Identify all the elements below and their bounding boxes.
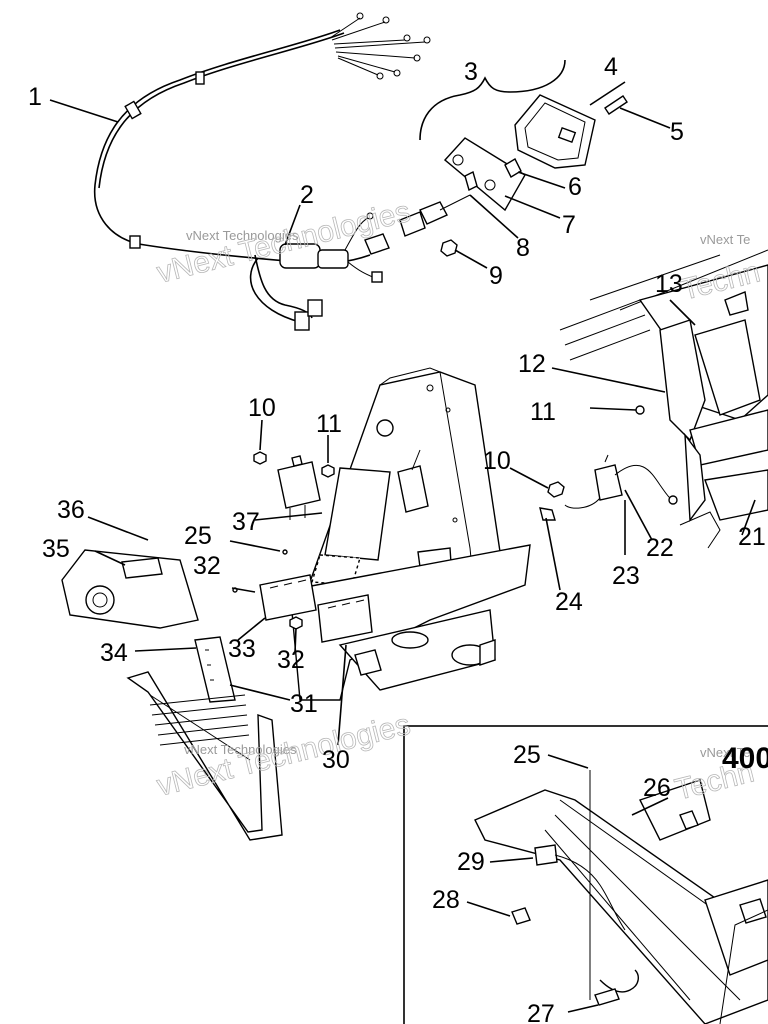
callout-12: 12 bbox=[518, 350, 546, 378]
leader-lines bbox=[49, 81, 756, 1013]
callout-36: 36 bbox=[57, 496, 85, 524]
callout-28: 28 bbox=[432, 886, 460, 914]
left-components bbox=[61, 549, 373, 841]
watermark-text: vNext Technologies bbox=[184, 742, 297, 757]
wiring-harness bbox=[93, 12, 431, 331]
callout-7: 7 bbox=[562, 211, 576, 239]
callout-2: 2 bbox=[300, 181, 314, 209]
callout-9: 9 bbox=[489, 262, 503, 290]
callout-6: 6 bbox=[568, 173, 582, 201]
callout-23: 23 bbox=[612, 562, 640, 590]
callout-5: 5 bbox=[670, 118, 684, 146]
callout-29: 29 bbox=[457, 848, 485, 876]
callout-27: 27 bbox=[527, 1000, 555, 1024]
watermark-text: vNext Te bbox=[700, 745, 750, 760]
rear-frame bbox=[559, 249, 768, 549]
watermark-text: vNext Technologies bbox=[186, 228, 299, 243]
callout-30: 30 bbox=[322, 746, 350, 774]
frame-mount bbox=[289, 367, 531, 701]
callout-13: 13 bbox=[655, 270, 683, 298]
callout-10-right: 10 bbox=[483, 447, 511, 475]
callout-25-left: 25 bbox=[184, 522, 212, 550]
callout-26: 26 bbox=[643, 774, 671, 802]
sensor-assembly bbox=[564, 454, 678, 509]
callout-25-inset: 25 bbox=[513, 741, 541, 769]
callout-11-left: 11 bbox=[316, 410, 342, 438]
callout-4: 4 bbox=[604, 53, 618, 81]
callout-8: 8 bbox=[516, 234, 530, 262]
watermark-text: vNext Te bbox=[700, 232, 750, 247]
callout-31: 31 bbox=[290, 690, 318, 718]
callout-21: 21 bbox=[738, 523, 766, 551]
callout-22: 22 bbox=[646, 534, 674, 562]
callout-11-right: 11 bbox=[530, 398, 556, 426]
callout-1: 1 bbox=[28, 83, 42, 111]
inset-detail bbox=[403, 725, 768, 1024]
callout-32-bottom: 32 bbox=[277, 646, 305, 674]
callout-37: 37 bbox=[232, 508, 260, 536]
tail-light-assembly bbox=[399, 59, 628, 257]
callout-34: 34 bbox=[100, 639, 128, 667]
callout-32-top: 32 bbox=[193, 552, 221, 580]
inset-label: 400 bbox=[722, 742, 768, 775]
callout-labels: 1 2 3 4 5 6 7 8 9 10 11 10 11 12 13 21 2… bbox=[28, 53, 766, 1024]
callout-35: 35 bbox=[42, 535, 70, 563]
relay-and-hardware bbox=[253, 451, 565, 521]
callout-10-left: 10 bbox=[248, 394, 276, 422]
callout-24: 24 bbox=[555, 588, 583, 616]
callout-3: 3 bbox=[464, 58, 478, 86]
callout-33: 33 bbox=[228, 635, 256, 663]
